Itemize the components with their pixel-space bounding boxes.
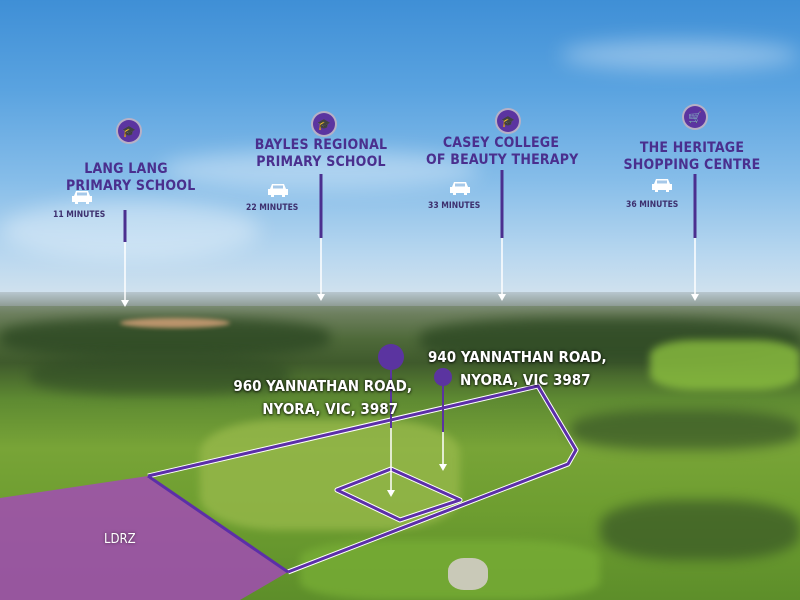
graduation-cap-icon: 🎓 bbox=[118, 120, 140, 142]
cloud bbox=[0, 200, 260, 260]
pin-940[interactable] bbox=[434, 368, 452, 471]
graduation-cap-icon: 🎓 bbox=[313, 113, 335, 135]
poi-name: LANG LANG bbox=[84, 161, 168, 177]
tree-line bbox=[570, 410, 800, 450]
poi-name: CASEY COLLEGE bbox=[442, 135, 560, 151]
address-label-940: 940 YANNATHAN ROAD, NYORA, VIC 3987 bbox=[428, 346, 628, 392]
address-label-960: 960 YANNATHAN ROAD, NYORA, VIC, 3987 bbox=[226, 375, 412, 421]
drive-time: 11 MINUTES bbox=[53, 210, 106, 220]
poi-name: PRIMARY SCHOOL bbox=[256, 154, 386, 170]
zone-label-ldrz: LDRZ bbox=[104, 532, 136, 547]
drive-time: 33 MINUTES bbox=[428, 201, 481, 211]
sand-clearing bbox=[120, 318, 230, 328]
cloud bbox=[560, 40, 800, 70]
farm-dam bbox=[448, 558, 488, 590]
poi-name: BAYLES REGIONAL bbox=[254, 137, 388, 153]
poi-name: SHOPPING CENTRE bbox=[623, 157, 761, 173]
car-icon bbox=[268, 184, 288, 197]
drive-time: 36 MINUTES bbox=[626, 200, 679, 210]
address-line: 940 YANNATHAN ROAD, bbox=[428, 348, 607, 366]
drive-time: 22 MINUTES bbox=[246, 203, 299, 213]
car-icon bbox=[652, 179, 672, 192]
car-icon bbox=[450, 182, 470, 195]
tree-line bbox=[30, 355, 290, 395]
horizon bbox=[0, 292, 800, 306]
poi-name: OF BEAUTY THERAPY bbox=[426, 152, 579, 168]
poi-leader-lines bbox=[121, 170, 699, 307]
field bbox=[650, 340, 800, 390]
ldrz-zone[interactable] bbox=[0, 476, 288, 600]
address-line: NYORA, VIC 3987 bbox=[460, 371, 591, 389]
graduation-cap-icon: 🎓 bbox=[497, 110, 519, 132]
shopping-cart-icon: 🛒 bbox=[684, 106, 706, 128]
field bbox=[200, 420, 460, 530]
address-line: NYORA, VIC, 3987 bbox=[262, 400, 398, 418]
sky bbox=[0, 0, 800, 300]
poi-name: THE HERITAGE bbox=[639, 140, 745, 156]
address-line: 960 YANNATHAN ROAD, bbox=[233, 377, 412, 395]
car-icon bbox=[72, 191, 92, 204]
poi-name: PRIMARY SCHOOL bbox=[66, 178, 196, 194]
tree-line bbox=[600, 500, 800, 560]
pin-960[interactable] bbox=[378, 344, 404, 497]
